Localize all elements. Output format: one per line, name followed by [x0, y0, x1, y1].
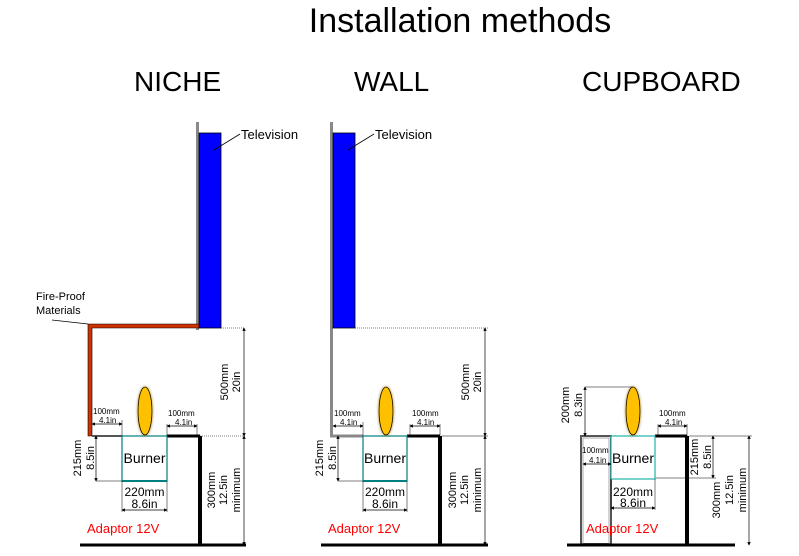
cupboard-height-below-in: 12.5in: [724, 475, 736, 505]
niche-support: [198, 436, 202, 544]
wall-burner-depth-mm: 215mm: [314, 440, 326, 477]
cupboard-flame-icon: [625, 386, 641, 436]
wall-clearance-above-in: 20in: [472, 372, 484, 393]
niche-burner-depth-in: 8.5in: [85, 446, 97, 470]
niche-burner-depth-mm: 215mm: [72, 440, 84, 477]
niche-wall: [196, 122, 199, 330]
niche-burner-label: Burner: [123, 450, 165, 466]
wall-burner-label: Burner: [364, 450, 406, 466]
wall-television: [332, 132, 356, 329]
wall-height-below-in: 12.5in: [459, 475, 471, 505]
cupboard-diagram: Burner 200mm 8.3in 100mm 4.1in 100mm 4.1…: [560, 386, 752, 547]
cupboard-right-gap-mm: 100mm: [659, 409, 686, 418]
wall-left-gap-in: 4.1in: [340, 418, 357, 427]
cupboard-height-below-mm: 300mm: [711, 482, 723, 519]
cupboard-support: [685, 436, 689, 544]
wall-clearance-above-mm: 500mm: [460, 364, 472, 401]
niche-height-below-mm: 300mm: [206, 472, 218, 509]
niche-right-gap-in: 4.1in: [175, 418, 192, 427]
cupboard-heading: CUPBOARD: [582, 66, 741, 97]
niche-burner-width-in: 8.6in: [131, 497, 157, 511]
niche-tv-leader: [213, 133, 241, 151]
wall-right-gap-in: 4.1in: [417, 418, 434, 427]
niche-tv-label: Television: [241, 127, 298, 142]
niche-height-below-note: minimum: [231, 468, 243, 513]
cupboard-left-gap-in: 4.1in: [589, 456, 606, 465]
wall-heading: WALL: [354, 66, 430, 97]
niche-left-gap-mm: 100mm: [93, 407, 120, 416]
cupboard-burner: [610, 435, 656, 480]
cupboard-left-gap-mm: 100mm: [582, 446, 609, 455]
niche-clearance-above-mm: 500mm: [219, 364, 231, 401]
niche-fireproof-label-1: Fire-Proof: [36, 291, 86, 303]
wall-flame-icon: [378, 386, 394, 436]
cupboard-burner-width-in: 8.6in: [620, 496, 646, 510]
wall-burner-width-mm: 220mm: [365, 485, 405, 499]
wall-height-below-mm: 300mm: [447, 472, 459, 509]
niche-clearance-above-in: 20in: [231, 372, 243, 393]
niche-television: [198, 132, 222, 329]
cupboard-flame-height-in: 8.3in: [573, 393, 585, 417]
wall-wall: [330, 122, 333, 436]
wall-left-gap-mm: 100mm: [334, 409, 361, 418]
wall-height-below-note: minimum: [472, 468, 484, 513]
cupboard-burner-label: Burner: [612, 450, 654, 466]
niche-flame-icon: [137, 386, 153, 436]
cupboard-height-below-note: minimum: [737, 468, 749, 513]
niche-left-gap-in: 4.1in: [99, 416, 116, 425]
niche-height-below-in: 12.5in: [218, 475, 230, 505]
wall-support: [438, 436, 442, 544]
wall-diagram: Television Burner 100mm 4.1in 100mm 4.1i…: [314, 122, 488, 547]
wall-burner-width-in: 8.6in: [372, 497, 398, 511]
niche-right-gap-mm: 100mm: [168, 409, 195, 418]
cupboard-burner-width-mm: 220mm: [613, 485, 653, 499]
niche-adaptor-label: Adaptor 12V: [87, 521, 160, 536]
niche-burner-width-mm: 220mm: [124, 485, 164, 499]
niche-fireproof-label-2: Materials: [36, 305, 81, 317]
page-title: Installation methods: [308, 2, 612, 40]
cupboard-burner-depth-in: 8.5in: [702, 445, 714, 469]
niche-fireproof-leader: [51, 319, 89, 325]
cupboard-burner-depth-mm: 215mm: [689, 439, 701, 476]
niche-heading: NICHE: [134, 66, 222, 97]
wall-tv-label: Television: [375, 127, 432, 142]
cupboard-adaptor-label: Adaptor 12V: [586, 521, 659, 536]
cupboard-right-gap-in: 4.1in: [665, 418, 682, 427]
wall-burner-depth-in: 8.5in: [327, 446, 339, 470]
wall-right-gap-mm: 100mm: [412, 409, 439, 418]
wall-adaptor-label: Adaptor 12V: [328, 521, 401, 536]
niche-diagram: Television Fire-Proof Materials Burner 1…: [36, 122, 298, 547]
cupboard-flame-height-mm: 200mm: [560, 387, 572, 424]
